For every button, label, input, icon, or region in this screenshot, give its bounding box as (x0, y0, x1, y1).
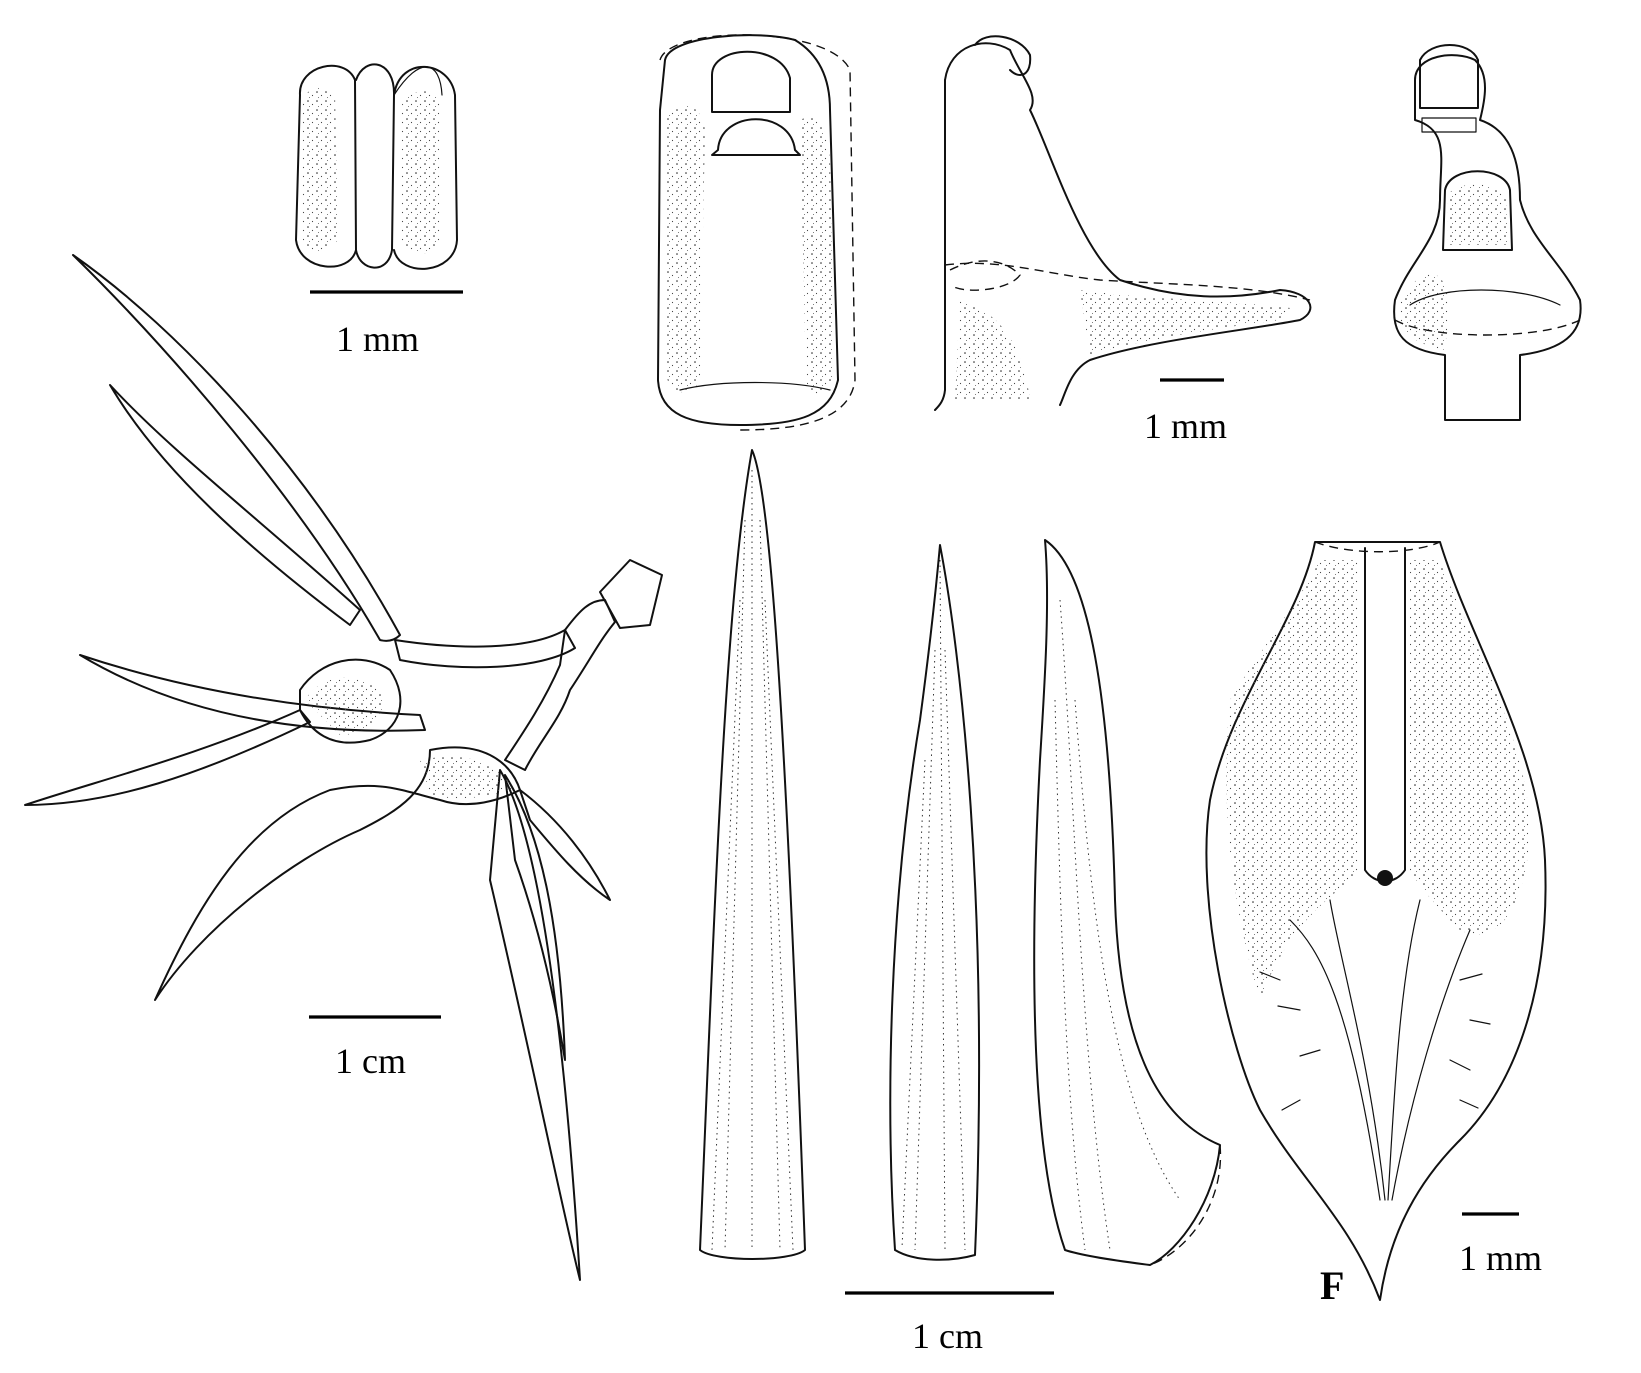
column-side-drawing (934, 35, 1312, 411)
scale-label-flower: 1 cm (335, 1041, 406, 1081)
dorsal-sepal-drawing (699, 449, 806, 1260)
petal-drawing (889, 544, 981, 1261)
scale-label-lip: 1 mm (1459, 1238, 1543, 1278)
scale-label-tepals: 1 cm (912, 1316, 983, 1356)
panel-letter: F (1320, 1263, 1345, 1308)
flower-drawing (24, 254, 663, 1281)
column-front-drawing (657, 34, 856, 431)
lip-drawing (1205, 541, 1547, 1301)
scale-label-column: 1 mm (1144, 406, 1228, 446)
column-ventral-drawing (1393, 44, 1582, 421)
pollinia-drawing (295, 63, 458, 270)
scale-label-pollinia: 1 mm (336, 319, 420, 359)
lateral-sepal-drawing (1033, 539, 1222, 1266)
